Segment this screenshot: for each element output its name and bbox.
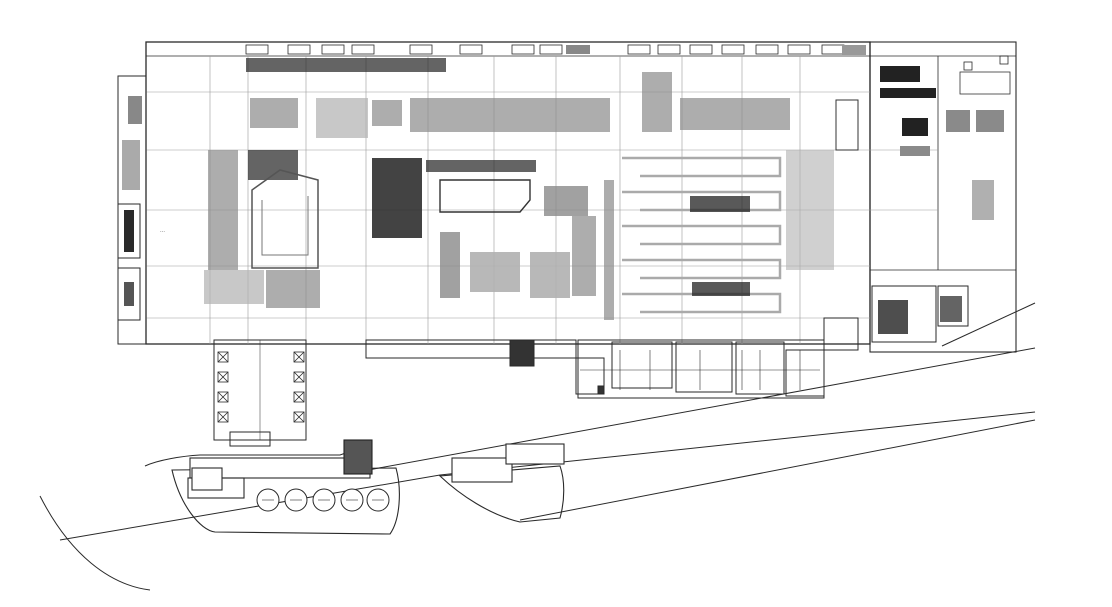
process-machine [530, 252, 570, 298]
equipment-block [250, 98, 298, 128]
equipment-block [372, 100, 402, 126]
rack-loop [622, 258, 782, 280]
window-bay [287, 44, 311, 55]
dock-marker-cross [217, 371, 229, 383]
vessel-2 [438, 443, 565, 523]
lower-edge-right [519, 419, 1036, 521]
equipment-block [642, 72, 672, 132]
machine [959, 71, 1011, 95]
machine [878, 300, 908, 334]
equipment-east-loops [622, 99, 859, 314]
machine [880, 66, 920, 82]
annex-label: … [160, 228, 165, 234]
dock-marker-cross [217, 351, 229, 363]
vessel-tanks [256, 488, 390, 512]
rack-unit [690, 196, 750, 212]
machine [976, 110, 1004, 132]
window-bay [787, 44, 811, 55]
machine [940, 296, 962, 322]
dock-marker-cross [293, 391, 305, 403]
window-bay [459, 44, 483, 55]
window-bay [539, 44, 563, 55]
window-bay [755, 44, 779, 55]
dock-marker-cross [293, 351, 305, 363]
loading-pier [213, 339, 307, 447]
process-machine [544, 186, 588, 216]
dock-marker [217, 371, 229, 383]
equipment-block [266, 270, 320, 308]
conveyor-loop [261, 196, 309, 256]
rack-loop [622, 292, 782, 314]
dock-marker-cross [293, 371, 305, 383]
east-wing-outline [869, 41, 1017, 353]
window-bay [963, 61, 973, 71]
dock-marker [217, 391, 229, 403]
dock-marker-cross [217, 391, 229, 403]
dock-marker [293, 371, 305, 383]
dock-marker [293, 391, 305, 403]
window-bay [409, 44, 433, 55]
process-machine [440, 232, 460, 298]
equipment-west [204, 58, 790, 308]
west-annex: … [117, 75, 165, 345]
rack-unit [835, 99, 859, 151]
dock-marker [293, 411, 305, 423]
window-bay [321, 44, 345, 55]
equipment-block [410, 98, 610, 132]
south-room-details [580, 350, 820, 390]
equipment-block [680, 98, 790, 130]
top-bays [245, 44, 1009, 71]
rack-loop [622, 156, 782, 178]
window-bay [999, 55, 1009, 65]
equipment-block [316, 98, 368, 138]
machine [900, 146, 930, 156]
shoreline-curve [39, 495, 151, 591]
right-edge-diagonal [941, 302, 1036, 347]
process-machine [426, 160, 536, 172]
equipment-center [372, 158, 614, 320]
machine [946, 110, 970, 132]
window-bay [245, 44, 269, 55]
machine [880, 88, 936, 98]
conveyor-loop [251, 169, 319, 269]
window-bay [351, 44, 375, 55]
window-bay [566, 45, 590, 54]
dock-markers [217, 351, 305, 423]
rack-unit [692, 282, 750, 296]
south-rooms [365, 285, 969, 399]
site-boundary-lines [39, 302, 1036, 591]
dock-marker [217, 351, 229, 363]
vessel-1 [144, 439, 400, 535]
dock-marker-cross [217, 411, 229, 423]
equipment-block [246, 58, 446, 72]
equipment-block [208, 150, 238, 270]
window-bay [627, 44, 651, 55]
waterfront-edge [59, 411, 1036, 541]
dock-marker [217, 411, 229, 423]
process-machine [604, 180, 614, 320]
dock-marker-cross [293, 411, 305, 423]
window-bay [721, 44, 745, 55]
window-bay [511, 44, 535, 55]
window-bay [821, 44, 845, 55]
process-machine [372, 158, 422, 238]
rack-loop [622, 224, 782, 246]
conveyor-loop [439, 179, 531, 213]
window-bay [842, 45, 866, 55]
rack-unit [786, 150, 834, 270]
equipment-block [204, 270, 264, 304]
process-machine [572, 216, 596, 296]
equipment-east-wing [878, 66, 1011, 334]
road-edge [367, 347, 1036, 471]
machine [972, 180, 994, 220]
process-machine [470, 252, 520, 292]
dock-marker [293, 351, 305, 363]
machine [902, 118, 928, 136]
window-bay [657, 44, 681, 55]
window-bay [689, 44, 713, 55]
